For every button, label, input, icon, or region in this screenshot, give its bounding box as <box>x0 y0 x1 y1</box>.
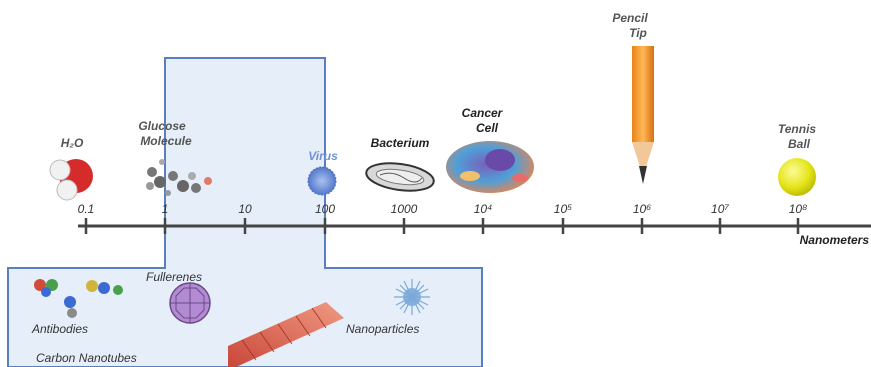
tick-label: 10⁵ <box>554 202 572 216</box>
nano-label-nanoparticles: Nanoparticles <box>346 322 419 336</box>
nano-label-fullerenes: Fullerenes <box>146 270 202 284</box>
nano-label-nanotubes: Carbon Nanotubes <box>36 351 137 365</box>
tick-label: 10⁸ <box>789 202 808 216</box>
tick-label: 10⁶ <box>633 202 651 216</box>
tick-label: 1 <box>162 202 169 216</box>
bacterium-icon <box>365 159 436 194</box>
tick-label: 10⁴ <box>474 202 493 216</box>
tick-label: 1000 <box>391 202 418 216</box>
object-label-cancer-line1: Cancer <box>462 106 504 120</box>
nano-label-antibodies: Antibodies <box>31 322 88 336</box>
fullerene-icon <box>170 283 210 323</box>
object-label-water: H₂O <box>61 136 84 150</box>
tick-label: 0.1 <box>78 202 95 216</box>
pencil-tip-icon <box>632 46 654 184</box>
virus-icon <box>308 167 336 195</box>
object-label-virus: Virus <box>308 149 338 163</box>
object-label-pencil-line1: Pencil <box>612 11 648 25</box>
water-molecule-icon <box>50 159 93 200</box>
object-label-tennis-line1: Tennis <box>778 122 817 136</box>
tick-label: 10⁷ <box>711 202 729 216</box>
cancer-cell-icon <box>446 141 534 193</box>
object-label-glucose-line1: Glucose <box>138 119 186 133</box>
object-label-tennis-line2: Ball <box>788 137 811 151</box>
tick-label: 10 <box>238 202 252 216</box>
object-label-cancer-line2: Cell <box>476 121 499 135</box>
unit-label: Nanometers <box>800 233 870 247</box>
tennis-ball-icon <box>778 158 816 196</box>
object-label-pencil-line2: Tip <box>629 26 647 40</box>
object-label-bacterium: Bacterium <box>371 136 430 150</box>
object-label-glucose-line2: Molecule <box>140 134 192 148</box>
tick-label: 100 <box>315 202 335 216</box>
